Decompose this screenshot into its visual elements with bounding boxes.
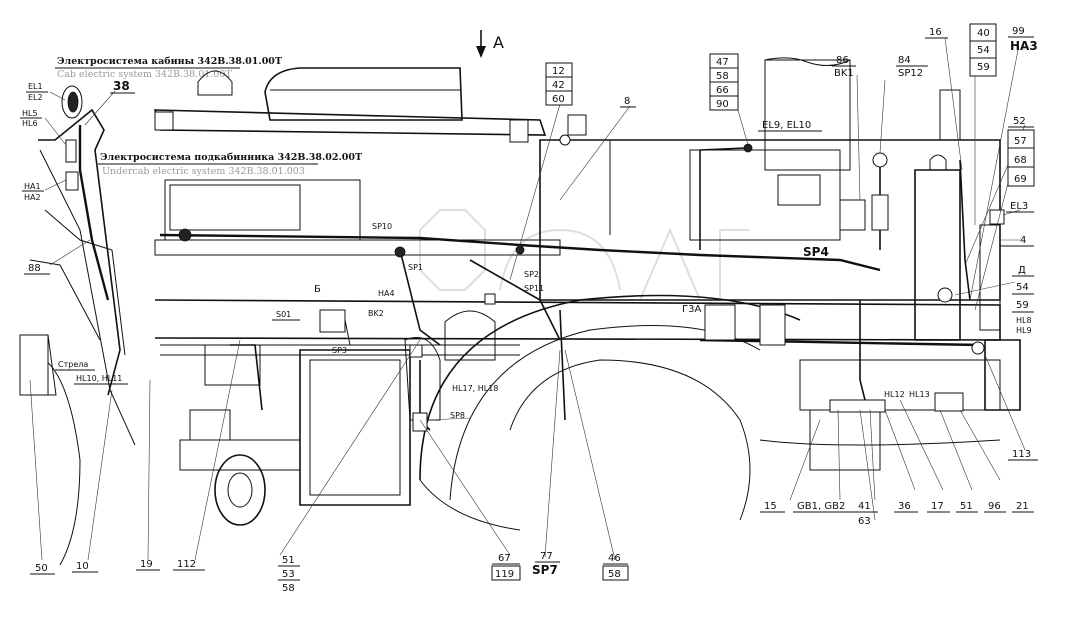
callout-15: 15 xyxy=(764,501,777,512)
callout-40: 40 xyxy=(977,28,990,39)
components xyxy=(19,85,1005,432)
callout-84: 84 xyxy=(898,55,911,66)
callout-ha4: HA4 xyxy=(378,289,395,298)
callout-12: 12 xyxy=(552,66,565,77)
callout-47: 47 xyxy=(716,57,729,68)
callout-labels: 38 EL1 EL2 HL5 HL6 HA1 HA2 88 Стрела HL1… xyxy=(20,23,1038,594)
callout-sp11: SP11 xyxy=(524,284,544,293)
callout-hl12: HL12 xyxy=(884,390,905,399)
callout-113: 113 xyxy=(1012,449,1031,460)
callout-sp7: SP7 xyxy=(532,563,558,577)
callout-s01: S01 xyxy=(276,310,291,319)
wiring-harness xyxy=(78,125,981,431)
callout-ha3: HA3 xyxy=(1010,39,1038,53)
callout-59b: 59 xyxy=(1016,300,1029,311)
watermark-logo xyxy=(419,209,750,301)
callout-hl17-hl18: HL17, HL18 xyxy=(452,384,498,393)
callout-g3a: Г3А xyxy=(682,304,701,315)
callout-sp1: SP1 xyxy=(408,263,423,272)
callout-88: 88 xyxy=(28,263,41,274)
callout-ha1: HA1 xyxy=(24,182,41,191)
callout-21: 21 xyxy=(1016,501,1029,512)
callout-sp8: SP8 xyxy=(450,411,465,420)
view-letter: A xyxy=(493,33,504,52)
callout-67: 67 xyxy=(498,553,511,564)
callout-10: 10 xyxy=(76,561,89,572)
callout-57: 57 xyxy=(1014,136,1027,147)
callout-51a: 51 xyxy=(282,555,295,566)
callout-66: 66 xyxy=(716,85,729,96)
callout-50: 50 xyxy=(35,563,48,574)
callout-86: 86 xyxy=(836,55,849,66)
callout-58a: 58 xyxy=(716,71,729,82)
callout-bk2: BK2 xyxy=(368,309,384,318)
callout-hl8: HL8 xyxy=(1016,316,1032,325)
callout-59a: 59 xyxy=(977,62,990,73)
callout-el2: EL2 xyxy=(28,93,43,102)
callout-strelka: Стрела xyxy=(58,360,88,369)
callout-41: 41 xyxy=(858,501,871,512)
callout-119: 119 xyxy=(495,569,514,580)
cab-title-en: Cab electric system 342B.38.01.00T xyxy=(57,69,232,80)
sensor-icon xyxy=(872,152,888,168)
callout-63: 63 xyxy=(858,516,871,527)
callout-112: 112 xyxy=(177,559,196,570)
undercab-title-ru: Электросистема подкабинника 342В.38.02.0… xyxy=(100,152,362,163)
callout-el3: EL3 xyxy=(1010,201,1028,212)
callout-el9-el10: EL9, EL10 xyxy=(762,120,811,131)
callout-54b: 54 xyxy=(1016,282,1029,293)
callout-90: 90 xyxy=(716,99,729,110)
callout-hl5: HL5 xyxy=(22,109,38,118)
callout-58b: 58 xyxy=(282,583,295,594)
callout-46: 46 xyxy=(608,553,621,564)
view-direction-marker: A xyxy=(476,30,504,58)
callout-sp10: SP10 xyxy=(372,222,392,231)
callout-sp2: SP2 xyxy=(524,270,539,279)
callout-17: 17 xyxy=(931,501,944,512)
callout-16: 16 xyxy=(929,27,942,38)
callout-60: 60 xyxy=(552,94,565,105)
callout-hl10-hl11: HL10, HL11 xyxy=(76,374,122,383)
callout-sp3: SP3 xyxy=(332,346,347,355)
callout-96: 96 xyxy=(988,501,1001,512)
cab-system-title: Электросистема кабины 342В.38.01.00Т Cab… xyxy=(55,56,282,80)
leader-lines xyxy=(29,37,1026,561)
lamp-icon xyxy=(989,209,1005,225)
callout-gb1-gb2: GB1, GB2 xyxy=(797,501,845,512)
callout-d: Д xyxy=(1018,265,1026,276)
callout-ha2: HA2 xyxy=(24,193,41,202)
cab-title-ru: Электросистема кабины 342В.38.01.00Т xyxy=(57,56,282,67)
callout-36: 36 xyxy=(898,501,911,512)
callout-el1: EL1 xyxy=(28,82,43,91)
undercab-title-en: Undercab electric system 342B.38.01.003 xyxy=(102,166,305,177)
callout-58c: 58 xyxy=(608,569,621,580)
callout-77: 77 xyxy=(540,551,553,562)
callout-52: 52 xyxy=(1013,116,1026,127)
callout-bk1: BK1 xyxy=(834,68,854,79)
callout-38: 38 xyxy=(113,79,130,93)
callout-hl13: HL13 xyxy=(909,390,930,399)
callout-19: 19 xyxy=(140,559,153,570)
callout-54a: 54 xyxy=(977,45,990,56)
callout-b-letter: Б xyxy=(314,284,321,295)
undercab-system-title: Электросистема подкабинника 342В.38.02.0… xyxy=(98,152,362,177)
callout-sp12: SP12 xyxy=(898,68,923,79)
callout-51b: 51 xyxy=(960,501,973,512)
callout-hl9: HL9 xyxy=(1016,326,1032,335)
callout-99: 99 xyxy=(1012,26,1025,37)
callout-69: 69 xyxy=(1014,174,1027,185)
callout-hl6: HL6 xyxy=(22,119,38,128)
callout-68: 68 xyxy=(1014,155,1027,166)
callout-42: 42 xyxy=(552,80,565,91)
callout-53: 53 xyxy=(282,569,295,580)
callout-sp4: SP4 xyxy=(803,245,829,259)
callout-4: 4 xyxy=(1020,235,1026,246)
rear-lamp-icon xyxy=(19,334,49,396)
callout-8: 8 xyxy=(624,96,630,107)
